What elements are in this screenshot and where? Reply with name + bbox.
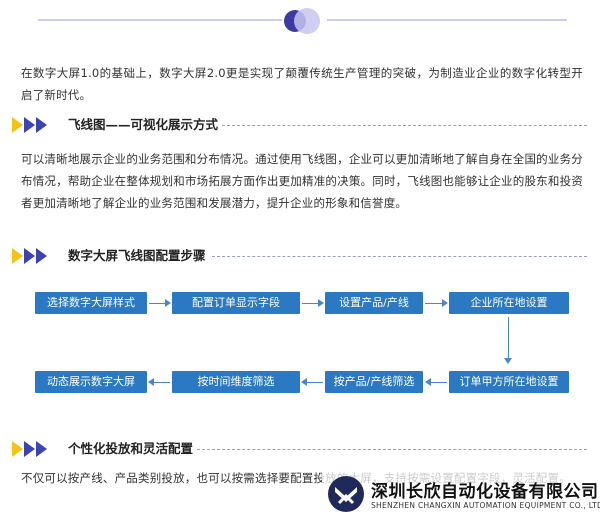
flow-arrow <box>148 378 170 386</box>
flow-arrow <box>301 378 323 386</box>
section-title: 个性化投放和灵活配置 <box>68 441 194 456</box>
chevron-icon <box>36 441 47 457</box>
flow-arrow <box>149 299 171 307</box>
section-title: 飞线图——可视化展示方式 <box>68 117 219 132</box>
dotted-divider <box>197 449 587 450</box>
section-title: 数字大屏飞线图配置步骤 <box>68 248 206 263</box>
chevron-icon <box>12 441 23 457</box>
ornament-dot-light <box>294 8 320 34</box>
chevron-icon <box>12 248 23 264</box>
flyline-paragraph: 可以清晰地展示企业的业务范围和分布情况。通过使用飞线图，企业可以更加清晰地了解自… <box>21 152 583 210</box>
header-divider-right <box>327 19 567 21</box>
flow-arrow <box>425 378 447 386</box>
flow-arrow <box>425 299 448 307</box>
flow-step: 配置订单显示字段 <box>172 292 300 314</box>
section-heading-flyline: 飞线图——可视化展示方式 <box>12 115 587 135</box>
flow-step: 设置产品/产线 <box>325 292 423 314</box>
dotted-divider <box>222 125 587 126</box>
chevron-icon <box>36 248 47 264</box>
chevron-icon <box>36 117 47 133</box>
flow-arrow <box>302 299 324 307</box>
watermark-backdrop <box>322 470 600 517</box>
header-divider-left <box>38 19 282 21</box>
section-heading-config-steps: 数字大屏飞线图配置步骤 <box>12 246 587 266</box>
flow-step: 按产品/产线筛选 <box>325 371 423 393</box>
chevron-icon <box>24 441 35 457</box>
header-dots-ornament <box>284 8 324 34</box>
flow-step: 选择数字大屏样式 <box>35 292 147 314</box>
chevron-icon <box>12 117 23 133</box>
flow-arrow-down <box>504 317 512 364</box>
flow-step: 按时间维度筛选 <box>172 371 300 393</box>
flow-step: 订单甲方所在地设置 <box>449 371 569 393</box>
chevron-icon <box>24 117 35 133</box>
dotted-divider <box>212 256 587 257</box>
intro-paragraph: 在数字大屏1.0的基础上，数字大屏2.0更是实现了颠覆传统生产管理的突破，为制造… <box>21 66 583 102</box>
flow-step: 动态展示数字大屏 <box>35 371 147 393</box>
company-logo <box>328 476 364 512</box>
company-name-en: SHENZHEN CHANGXIN AUTOMATION EQUIPMENT C… <box>371 501 600 510</box>
section-heading-custom-delivery: 个性化投放和灵活配置 <box>12 439 587 459</box>
company-name-cn: 深圳长欣自动化设备有限公司 <box>371 482 599 502</box>
chevron-icon <box>24 248 35 264</box>
flow-step: 企业所在地设置 <box>449 292 569 314</box>
